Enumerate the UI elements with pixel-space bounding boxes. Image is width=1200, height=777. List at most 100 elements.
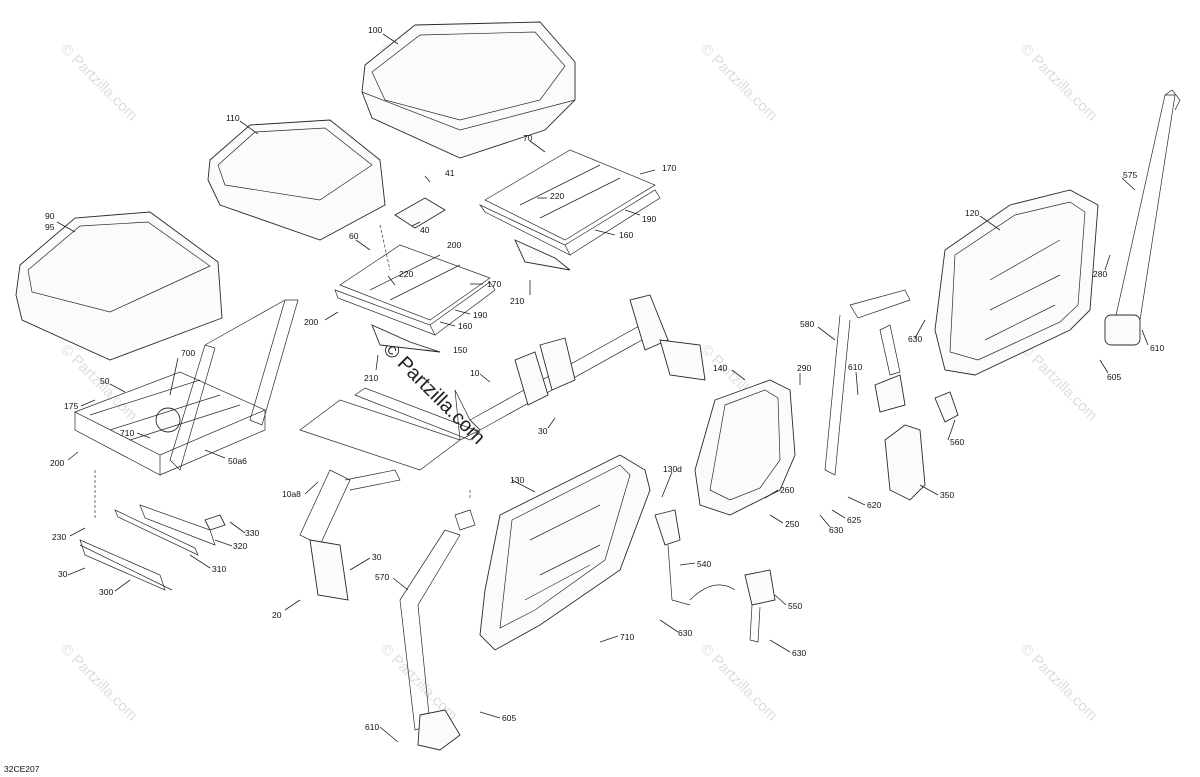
callout-330[interactable]: 330 — [245, 528, 259, 538]
callout-280[interactable]: 280 — [1093, 269, 1107, 279]
callout-200[interactable]: 200 — [304, 317, 318, 327]
callout-175[interactable]: 175 — [64, 401, 78, 411]
callout-630[interactable]: 630 — [908, 334, 922, 344]
seat-cushion-100 — [361, 21, 576, 159]
callout-40[interactable]: 40 — [420, 225, 430, 235]
callout-190[interactable]: 190 — [642, 214, 656, 224]
callout-320[interactable]: 320 — [233, 541, 247, 551]
plate-40 — [394, 197, 446, 229]
callout-160[interactable]: 160 — [619, 230, 633, 240]
callout-610[interactable]: 610 — [848, 362, 862, 372]
belt-buckle-540 — [654, 509, 736, 606]
callout-50[interactable]: 50 — [100, 376, 110, 386]
callout-50a6[interactable]: 50a6 — [228, 456, 247, 466]
callout-540[interactable]: 540 — [697, 559, 711, 569]
callout-625[interactable]: 625 — [847, 515, 861, 525]
callout-210[interactable]: 210 — [510, 296, 524, 306]
callout-610[interactable]: 610 — [365, 722, 379, 732]
callout-610[interactable]: 610 — [1150, 343, 1164, 353]
callout-30[interactable]: 30 — [372, 552, 382, 562]
callout-41[interactable]: 41 — [445, 168, 455, 178]
callout-550[interactable]: 550 — [788, 601, 802, 611]
seat-belt-580 — [824, 289, 911, 476]
callout-210[interactable]: 210 — [364, 373, 378, 383]
watermark: © Partzilla.com — [697, 41, 780, 124]
callout-130[interactable]: 130 — [510, 475, 524, 485]
callout-120[interactable]: 120 — [965, 208, 979, 218]
callout-20[interactable]: 20 — [272, 610, 282, 620]
callout-220[interactable]: 220 — [399, 269, 413, 279]
callout-630[interactable]: 630 — [829, 525, 843, 535]
crossbar-10 — [454, 294, 706, 441]
bracket-10a8 — [299, 387, 481, 601]
callout-140[interactable]: 140 — [713, 363, 727, 373]
watermark: © Partzilla.com — [57, 41, 140, 124]
watermark: © Partzilla.com — [1017, 41, 1100, 124]
callout-260[interactable]: 260 — [780, 485, 794, 495]
slide-rails-300 — [79, 504, 226, 591]
callout-630[interactable]: 630 — [678, 628, 692, 638]
callout-labels: 100 110 90 95 41 40 200 70 170 220 190 1… — [45, 25, 1164, 732]
callout-10[interactable]: 10 — [470, 368, 480, 378]
callout-60[interactable]: 60 — [349, 231, 359, 241]
seat-frame-50 — [74, 299, 299, 476]
callout-700[interactable]: 700 — [181, 348, 195, 358]
seat-belt-570 — [399, 509, 476, 751]
center-watermark: © Partzilla.com — [378, 338, 489, 449]
watermark: © Partzilla.com — [57, 641, 140, 724]
callout-100[interactable]: 100 — [368, 25, 382, 35]
callout-200[interactable]: 200 — [50, 458, 64, 468]
seat-cushion-110 — [207, 119, 386, 241]
callout-630[interactable]: 630 — [792, 648, 806, 658]
callout-710[interactable]: 710 — [620, 632, 634, 642]
seat-slider-70 — [478, 149, 661, 271]
callout-250[interactable]: 250 — [785, 519, 799, 529]
callout-560[interactable]: 560 — [950, 437, 964, 447]
callout-350[interactable]: 350 — [940, 490, 954, 500]
callout-30[interactable]: 30 — [538, 426, 548, 436]
watermark: © Partzilla.com — [377, 641, 460, 724]
watermark: © Partzilla.com — [1017, 341, 1100, 424]
callout-575[interactable]: 575 — [1123, 170, 1137, 180]
callout-170[interactable]: 170 — [662, 163, 676, 173]
callout-605[interactable]: 605 — [502, 713, 516, 723]
callout-290[interactable]: 290 — [797, 363, 811, 373]
seat-cushion-90 — [15, 211, 223, 361]
callout-95[interactable]: 95 — [45, 222, 55, 232]
callout-300[interactable]: 300 — [99, 587, 113, 597]
callout-580[interactable]: 580 — [800, 319, 814, 329]
seat-belt-575 — [1104, 89, 1181, 346]
backrest-140 — [694, 379, 796, 516]
buckle-560 — [934, 391, 959, 423]
callout-130d[interactable]: 130d — [663, 464, 682, 474]
guide-350 — [884, 424, 926, 501]
callout-605[interactable]: 605 — [1107, 372, 1121, 382]
watermarks: © Partzilla.com © Partzilla.com © Partzi… — [57, 41, 1100, 724]
callout-620[interactable]: 620 — [867, 500, 881, 510]
callout-230[interactable]: 230 — [52, 532, 66, 542]
callout-190[interactable]: 190 — [473, 310, 487, 320]
backrest-130 — [479, 454, 651, 651]
callout-70[interactable]: 70 — [523, 133, 533, 143]
callout-570[interactable]: 570 — [375, 572, 389, 582]
callout-220[interactable]: 220 — [550, 191, 564, 201]
leader-lines — [56, 33, 1149, 743]
assembly-lines — [94, 224, 471, 520]
callout-30[interactable]: 30 — [58, 569, 68, 579]
callout-150[interactable]: 150 — [453, 345, 467, 355]
seat-slider-60 — [334, 244, 496, 353]
callout-110[interactable]: 110 — [226, 113, 240, 123]
watermark: © Partzilla.com — [697, 641, 780, 724]
watermark: © Partzilla.com — [1017, 641, 1100, 724]
callout-160[interactable]: 160 — [458, 321, 472, 331]
callout-310[interactable]: 310 — [212, 564, 226, 574]
diagram-code: 32CE207 — [4, 764, 40, 774]
callout-710[interactable]: 710 — [120, 428, 134, 438]
callout-90[interactable]: 90 — [45, 211, 55, 221]
callout-170[interactable]: 170 — [487, 279, 501, 289]
backrest-120 — [934, 189, 1099, 376]
callout-10a8[interactable]: 10a8 — [282, 489, 301, 499]
callout-200[interactable]: 200 — [447, 240, 461, 250]
belt-buckle-550 — [744, 569, 776, 643]
